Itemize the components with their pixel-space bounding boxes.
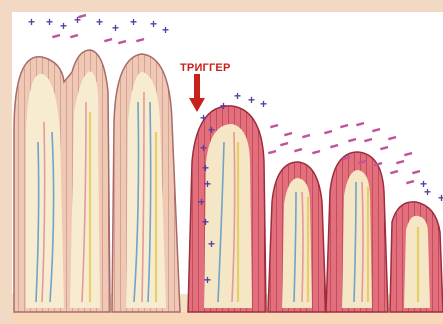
minus-sign-icon — [348, 138, 356, 142]
plus-sign-icon: + — [46, 15, 53, 29]
minus-sign-icon — [372, 128, 380, 132]
minus-sign-icon — [268, 150, 276, 154]
minus-sign-icon — [52, 34, 60, 38]
intestinal-villi-illustration: +++++++++++++++++++++++++ — [12, 12, 443, 324]
minus-sign-icon — [388, 136, 396, 140]
plus-sign-icon: + — [112, 21, 119, 35]
plus-sign-icon: + — [208, 237, 215, 251]
illustration-canvas: +++++++++++++++++++++++++ ТРИГГЕР — [12, 12, 443, 324]
minus-sign-icon — [294, 148, 302, 152]
plus-sign-icon: + — [202, 161, 209, 175]
plus-sign-icon: + — [438, 191, 443, 205]
minus-sign-icon — [330, 144, 338, 148]
minus-sign-icon — [340, 124, 348, 128]
minus-sign-icon — [406, 180, 414, 184]
plus-sign-icon: + — [162, 23, 169, 37]
minus-sign-icon — [404, 152, 412, 156]
plus-sign-icon: + — [260, 97, 267, 111]
plus-sign-icon: + — [204, 273, 211, 287]
plus-sign-icon: + — [220, 99, 227, 113]
minus-sign-icon — [104, 38, 112, 42]
minus-sign-icon — [284, 132, 292, 136]
minus-sign-icon — [356, 122, 364, 126]
minus-sign-icon — [364, 138, 372, 142]
plus-sign-icon: + — [130, 15, 137, 29]
arrow-down-icon — [189, 74, 205, 112]
plus-sign-icon: + — [74, 13, 81, 27]
base-layer — [12, 312, 443, 324]
plus-sign-icon: + — [420, 177, 427, 191]
plus-sign-icon: + — [200, 141, 207, 155]
plus-sign-icon: + — [60, 19, 67, 33]
plus-sign-icon: + — [204, 177, 211, 191]
inflamed-villus-1-core — [204, 124, 252, 308]
minus-sign-icon — [412, 170, 420, 174]
plus-sign-icon: + — [234, 89, 241, 103]
minus-sign-icon — [390, 170, 398, 174]
minus-sign-icon — [324, 130, 332, 134]
plus-sign-icon: + — [96, 15, 103, 29]
minus-sign-icon — [396, 160, 404, 164]
minus-sign-icon — [312, 150, 320, 154]
minus-sign-icon — [118, 40, 126, 44]
plus-sign-icon: + — [208, 123, 215, 137]
minus-sign-icon — [136, 38, 144, 42]
plus-sign-icon: + — [28, 15, 35, 29]
inflamed-villi-group — [188, 106, 443, 312]
plus-sign-icon: + — [200, 111, 207, 125]
minus-sign-icon — [380, 146, 388, 150]
minus-sign-icon — [70, 34, 78, 38]
minus-sign-icon — [302, 134, 310, 138]
plus-sign-icon: + — [202, 215, 209, 229]
trigger-label: ТРИГГЕР — [180, 62, 231, 74]
healthy-villi-group — [14, 50, 180, 312]
minus-sign-icon — [270, 124, 278, 128]
minus-sign-icon — [280, 142, 288, 146]
plus-sign-icon: + — [248, 93, 255, 107]
plus-sign-icon: + — [198, 195, 205, 209]
plus-sign-icon: + — [150, 17, 157, 31]
